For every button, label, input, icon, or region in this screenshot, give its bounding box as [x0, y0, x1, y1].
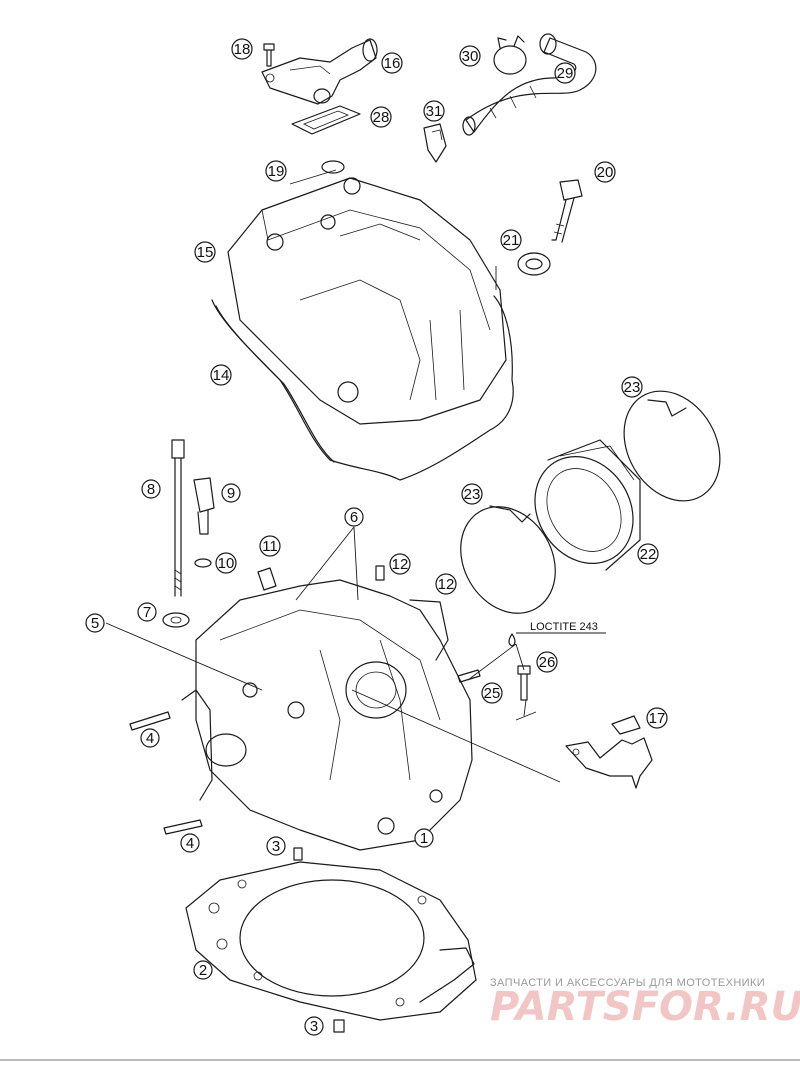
callout-4-lower: 4	[180, 833, 200, 853]
temperature-sensor-drawing	[193, 477, 215, 535]
washer-drawing	[162, 612, 190, 628]
valve-cover-gasket-drawing	[211, 295, 514, 481]
callout-6: 6	[344, 507, 364, 527]
o-ring-small-drawing	[321, 160, 345, 174]
housing-screw-drawing	[263, 43, 275, 67]
callout-29: 29	[554, 62, 576, 84]
watermark-brand: PARTSFOR.RU	[490, 984, 800, 1030]
callout-label: 21	[503, 232, 520, 249]
leader-lines	[105, 169, 561, 783]
callout-label: 22	[640, 546, 657, 563]
callout-3-lower: 3	[304, 1016, 324, 1036]
callout-label: 31	[426, 103, 443, 120]
callout-19: 19	[265, 160, 287, 182]
callout-10: 10	[215, 552, 237, 574]
callout-28: 28	[370, 106, 392, 128]
callout-14: 14	[210, 364, 232, 386]
hose-clamp-upper-drawing	[623, 390, 721, 502]
callout-label: 11	[262, 538, 278, 555]
sensor-o-ring-drawing	[194, 558, 212, 568]
callout-2: 2	[193, 960, 213, 980]
callout-label: 1	[420, 830, 428, 847]
callout-label: 15	[197, 244, 214, 261]
callout-3-upper: 3	[266, 836, 286, 856]
callout-9: 9	[221, 483, 241, 503]
callout-11: 11	[259, 535, 281, 557]
callout-18: 18	[231, 38, 253, 60]
hose-clamp-lower-drawing	[460, 505, 556, 614]
callout-label: 12	[392, 556, 409, 573]
callout-label: 14	[213, 367, 230, 384]
stud-25-drawing	[457, 669, 481, 683]
intake-flange-drawing	[534, 439, 641, 571]
callout-label: 19	[268, 163, 285, 180]
callout-label: 16	[384, 55, 401, 72]
callout-label: 7	[143, 604, 151, 621]
callout-label: 10	[218, 555, 235, 572]
callout-label: 5	[91, 615, 99, 632]
callout-label: 26	[539, 654, 556, 671]
callout-label: 17	[649, 710, 666, 727]
callout-20: 20	[594, 161, 616, 183]
plug-drawing	[257, 567, 277, 591]
callout-12-upper: 12	[389, 553, 411, 575]
callout-label: 9	[227, 485, 235, 502]
stud-upper-drawing	[375, 565, 385, 581]
valve-cover-drawing	[227, 177, 507, 425]
screw-26-drawing	[517, 665, 531, 701]
hose-clip-drawing	[493, 35, 527, 75]
callout-label: 25	[484, 685, 501, 702]
callout-label: 18	[234, 41, 251, 58]
bracket-drawing	[565, 715, 653, 789]
callout-label: 8	[147, 481, 155, 498]
callout-31: 31	[423, 100, 445, 122]
connector-drawing	[423, 123, 447, 163]
callout-17: 17	[646, 707, 668, 729]
callout-label: 30	[462, 48, 479, 65]
callout-label: 2	[199, 962, 207, 979]
stud-bolt-lower-drawing	[163, 819, 203, 835]
callout-5: 5	[85, 613, 105, 633]
cylinder-head-gasket-drawing	[185, 861, 477, 1021]
loctite-note: LOCTITE 243	[530, 621, 598, 633]
long-screw-drawing	[171, 439, 185, 597]
cylinder-head-drawing	[181, 579, 473, 851]
callout-8: 8	[141, 479, 161, 499]
cover-bolt-drawing	[551, 179, 583, 243]
dowel-pin-lower-drawing	[333, 1019, 345, 1033]
callout-25: 25	[481, 682, 503, 704]
callout-7: 7	[137, 602, 157, 622]
callout-label: 20	[597, 164, 614, 181]
callout-23-upper: 23	[621, 376, 643, 398]
callout-26: 26	[536, 651, 558, 673]
callout-label: 23	[464, 486, 481, 503]
callout-label: 12	[438, 576, 455, 593]
callout-label: 3	[310, 1018, 318, 1035]
coolant-hose-drawing	[462, 33, 597, 136]
callout-22: 22	[637, 543, 659, 565]
callout-label: 28	[373, 109, 390, 126]
watermark-tagline: ЗАПЧАСТИ И АКСЕССУАРЫ ДЛЯ МОТОТЕХНИКИ	[490, 977, 765, 989]
bolt-seal-drawing	[517, 252, 551, 276]
callout-12-side: 12	[435, 573, 457, 595]
callout-label: 4	[186, 835, 194, 852]
callout-4-upper: 4	[140, 728, 160, 748]
callout-label: 4	[146, 730, 154, 747]
housing-gasket-drawing	[291, 105, 361, 135]
callout-15: 15	[194, 241, 216, 263]
dowel-pin-upper-drawing	[293, 847, 303, 861]
callout-1: 1	[414, 828, 434, 848]
thermostat-housing-drawing	[261, 38, 378, 105]
loctite-drop-icon	[508, 633, 516, 647]
callout-label: 3	[272, 838, 280, 855]
callout-30: 30	[459, 45, 481, 67]
callout-16: 16	[381, 52, 403, 74]
callout-23-lower: 23	[461, 483, 483, 505]
callout-21: 21	[500, 229, 522, 251]
callout-label: 6	[350, 509, 358, 526]
stud-bolt-upper-drawing	[129, 711, 171, 731]
callout-label: 23	[624, 379, 641, 396]
callout-label: 29	[557, 65, 574, 82]
